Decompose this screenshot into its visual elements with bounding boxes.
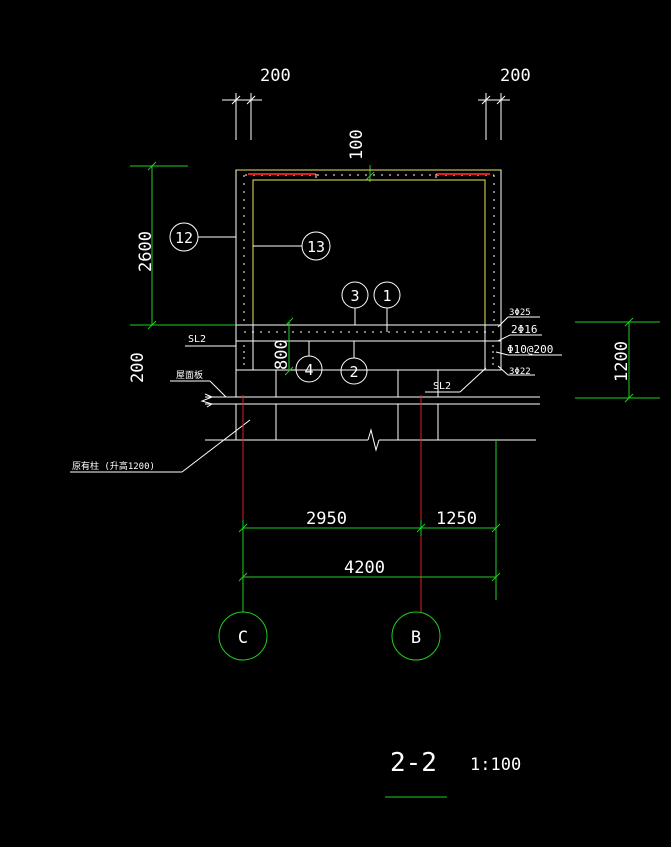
bottom-dims <box>238 440 501 612</box>
callout-13: 13 <box>253 231 331 261</box>
callout-1: 1 <box>373 281 401 332</box>
top-left-dim <box>222 93 262 140</box>
top-right-dim <box>478 93 510 140</box>
svg-text:1: 1 <box>382 287 391 305</box>
section-title: 2-2 <box>390 748 437 778</box>
svg-text:C: C <box>238 628 248 648</box>
roof-slab <box>200 393 540 452</box>
svg-text:3: 3 <box>350 287 359 305</box>
dim-span-c-b: 2950 <box>306 509 347 529</box>
callout-2: 2 <box>340 341 368 385</box>
rebar-phi10-200: Φ10@200 <box>507 343 553 356</box>
dim-span-b-right: 1250 <box>436 509 477 529</box>
rebar-2phi16: 2Φ16 <box>511 323 538 336</box>
left-dims <box>130 161 236 330</box>
dim-total: 4200 <box>344 558 385 578</box>
label-column-note: 原有柱 (升高1200) <box>72 460 155 472</box>
rebar-3phi25: 3Φ25 <box>509 308 531 318</box>
callout-3: 3 <box>341 281 369 325</box>
tank-outline <box>235 169 502 326</box>
svg-text:12: 12 <box>175 229 193 247</box>
label-floor-slab: 屋面板 <box>176 369 203 381</box>
dim-beam-depth: 800 <box>272 339 292 370</box>
dim-left-bottom: 200 <box>128 352 148 383</box>
dim-top-right: 200 <box>500 66 531 86</box>
dim-top-left: 200 <box>260 66 291 86</box>
dim-right-height: 1200 <box>612 341 632 382</box>
axis-bubble-b: B <box>391 611 441 661</box>
label-sl2-right: SL2 <box>433 381 451 392</box>
svg-text:4: 4 <box>304 361 313 379</box>
beam-slab <box>235 324 502 371</box>
svg-text:2: 2 <box>349 363 358 381</box>
dim-left-height: 2600 <box>136 231 156 272</box>
callout-4: 4 <box>295 341 323 383</box>
rebar-leaders <box>495 316 562 376</box>
columns <box>235 370 439 440</box>
right-dims <box>575 317 660 403</box>
label-sl2-left: SL2 <box>188 334 206 345</box>
svg-text:13: 13 <box>307 238 325 256</box>
axis-bubble-c: C <box>218 611 268 661</box>
callout-12: 12 <box>169 222 236 252</box>
rebar-3phi22: 3Φ22 <box>509 367 531 377</box>
dim-top-mid: 100 <box>347 129 367 160</box>
section-scale: 1:100 <box>470 755 521 775</box>
svg-text:B: B <box>411 628 421 648</box>
